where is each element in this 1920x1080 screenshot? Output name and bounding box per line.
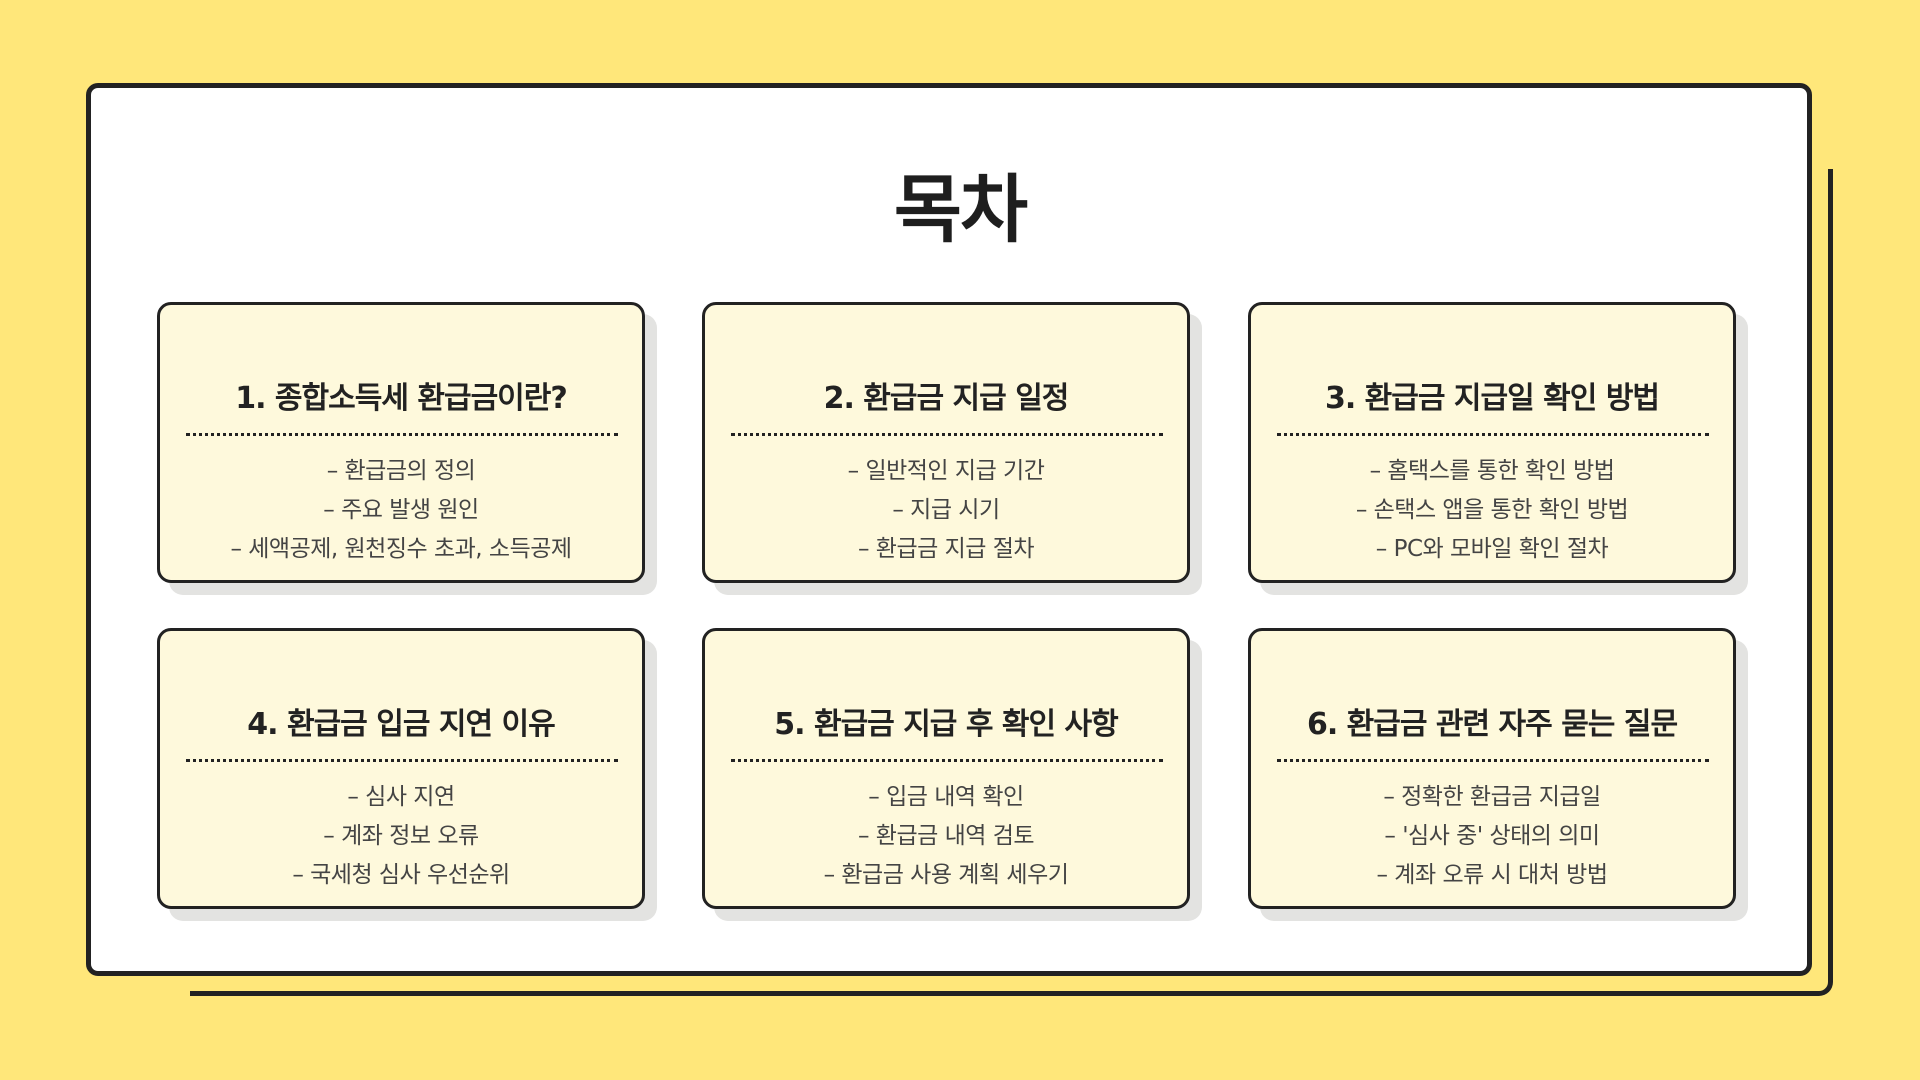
card-items: – 정확한 환급금 지급일 – '심사 중' 상태의 의미 – 계좌 오류 시 대처…: [1251, 778, 1733, 895]
card-items: – 일반적인 지급 기간 – 지급 시기 – 환급금 지급 절차: [705, 452, 1187, 569]
list-item: – 국세청 심사 우선순위: [292, 862, 510, 888]
card-items: – 입금 내역 확인 – 환급금 내역 검토 – 환급금 사용 계획 세우기: [705, 778, 1187, 895]
list-item: – 환급금 사용 계획 세우기: [823, 862, 1069, 888]
card-items: – 심사 지연 – 계좌 정보 오류 – 국세청 심사 우선순위: [160, 778, 642, 895]
card-title: 3. 환급금 지급일 확인 방법: [1324, 381, 1660, 416]
dotted-divider: [731, 759, 1163, 762]
dotted-divider: [186, 433, 618, 436]
list-item: – 심사 지연: [347, 784, 455, 810]
toc-card-3: 3. 환급금 지급일 확인 방법 – 홈택스를 통한 확인 방법 – 손택스 앱을…: [1248, 302, 1736, 583]
dotted-divider: [1277, 433, 1709, 436]
toc-card-5: 5. 환급금 지급 후 확인 사항 – 입금 내역 확인– 환급금 내역 검토–…: [702, 628, 1190, 909]
card-items: – 홈택스를 통한 확인 방법 – 손택스 앱을 통한 확인 방법 – PC와 모바…: [1251, 452, 1733, 569]
list-item: – 주요 발생 원인: [323, 497, 479, 523]
list-item: – 홈택스를 통한 확인 방법: [1369, 458, 1615, 484]
list-item: – 일반적인 지급 기간: [847, 458, 1045, 484]
list-item: – 세액공제, 원천징수 초과, 소득공제: [230, 536, 572, 562]
list-item: – '심사 중' 상태의 의미: [1384, 823, 1600, 849]
list-item: – 손택스 앱을 통한 확인 방법: [1355, 497, 1629, 523]
list-item: – 환급금 지급 절차: [857, 536, 1035, 562]
card-title: 2. 환급금 지급 일정: [823, 381, 1070, 416]
list-item: – 환급금 내역 검토: [857, 823, 1035, 849]
list-item: – 계좌 정보 오류: [323, 823, 479, 849]
card-title: 5. 환급금 지급 후 확인 사항: [774, 707, 1119, 742]
card-items: – 환급금의 정의 – 주요 발생 원인 – 세액공제, 원천징수 초과, 소득공제: [160, 452, 642, 569]
page-title: 목차: [893, 167, 1028, 253]
toc-card-1: 1. 종합소득세 환급금이란? – 환급금의 정의 – 주요 발생 원인 – 세액공…: [157, 302, 645, 583]
list-item: – 지급 시기: [892, 497, 1000, 523]
dotted-divider: [731, 433, 1163, 436]
card-title: 4. 환급금 입금 지연 이유: [247, 707, 555, 742]
list-item: – 환급금의 정의: [326, 458, 476, 484]
toc-card-2: 2. 환급금 지급 일정 – 일반적인 지급 기간 – 지급 시기 – 환급금 지급…: [702, 302, 1190, 583]
frame-offset-shadow: [190, 169, 1833, 996]
dotted-divider: [186, 759, 618, 762]
list-item: – 입금 내역 확인: [868, 784, 1024, 810]
list-item: – PC와 모바일 확인 절차: [1375, 536, 1609, 562]
dotted-divider: [1277, 759, 1709, 762]
list-item: – 계좌 오류 시 대처 방법: [1376, 862, 1609, 888]
toc-card-6: 6. 환급금 관련 자주 묻는 질문 – 정확한 환급금 지급일 – '심사 중'…: [1248, 628, 1736, 909]
toc-card-4: 4. 환급금 입금 지연 이유 – 심사 지연 – 계좌 정보 오류 – 국세청 심…: [157, 628, 645, 909]
card-title: 1. 종합소득세 환급금이란?: [235, 381, 568, 416]
card-title: 6. 환급금 관련 자주 묻는 질문: [1306, 707, 1678, 742]
list-item: – 정확한 환급금 지급일: [1383, 784, 1601, 810]
